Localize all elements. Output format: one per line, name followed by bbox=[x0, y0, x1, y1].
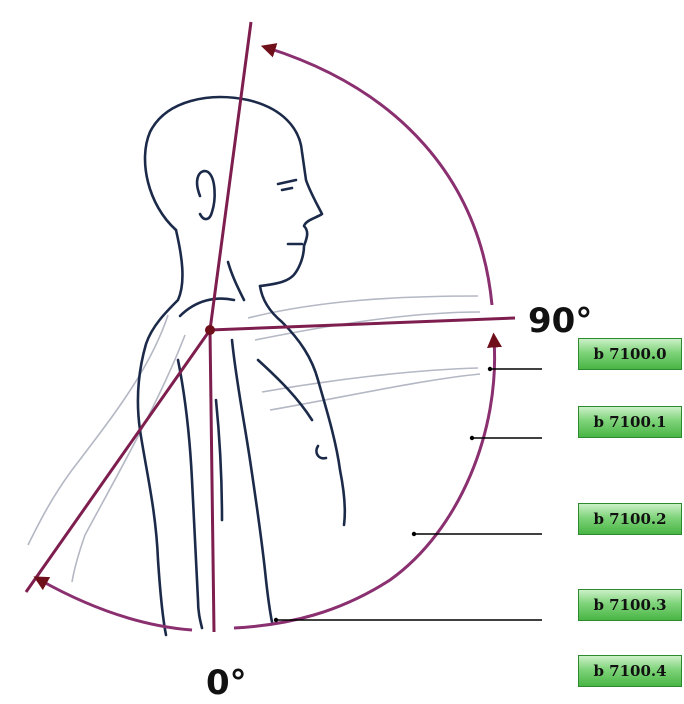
shoulder-pivot-point bbox=[205, 325, 215, 335]
code-badge-b7100-2: b 7100.2 bbox=[578, 503, 682, 535]
angle-label-90: 90° bbox=[528, 301, 592, 341]
code-badge-b7100-0: b 7100.0 bbox=[578, 338, 682, 370]
vertical-axis-line bbox=[208, 329, 216, 633]
code-badge-b7100-1: b 7100.1 bbox=[578, 406, 682, 438]
flexion-arc-upper bbox=[260, 43, 494, 306]
human-figure bbox=[136, 95, 347, 637]
upright-axis-line bbox=[208, 21, 253, 331]
leader-lines bbox=[276, 368, 542, 621]
diagonal-axis-line bbox=[24, 329, 212, 593]
code-badge-b7100-3: b 7100.3 bbox=[578, 589, 682, 621]
extension-arc bbox=[33, 576, 193, 632]
arm-movement-ghosts bbox=[27, 295, 481, 583]
angle-axes bbox=[24, 21, 516, 633]
range-arcs bbox=[33, 43, 502, 632]
angle-label-0: 0° bbox=[206, 663, 247, 703]
leader-dots bbox=[273, 366, 493, 623]
horizontal-axis-line bbox=[209, 316, 516, 332]
flexion-arc-lower bbox=[233, 332, 502, 630]
code-badge-b7100-4: b 7100.4 bbox=[578, 655, 682, 687]
ear bbox=[195, 169, 216, 221]
